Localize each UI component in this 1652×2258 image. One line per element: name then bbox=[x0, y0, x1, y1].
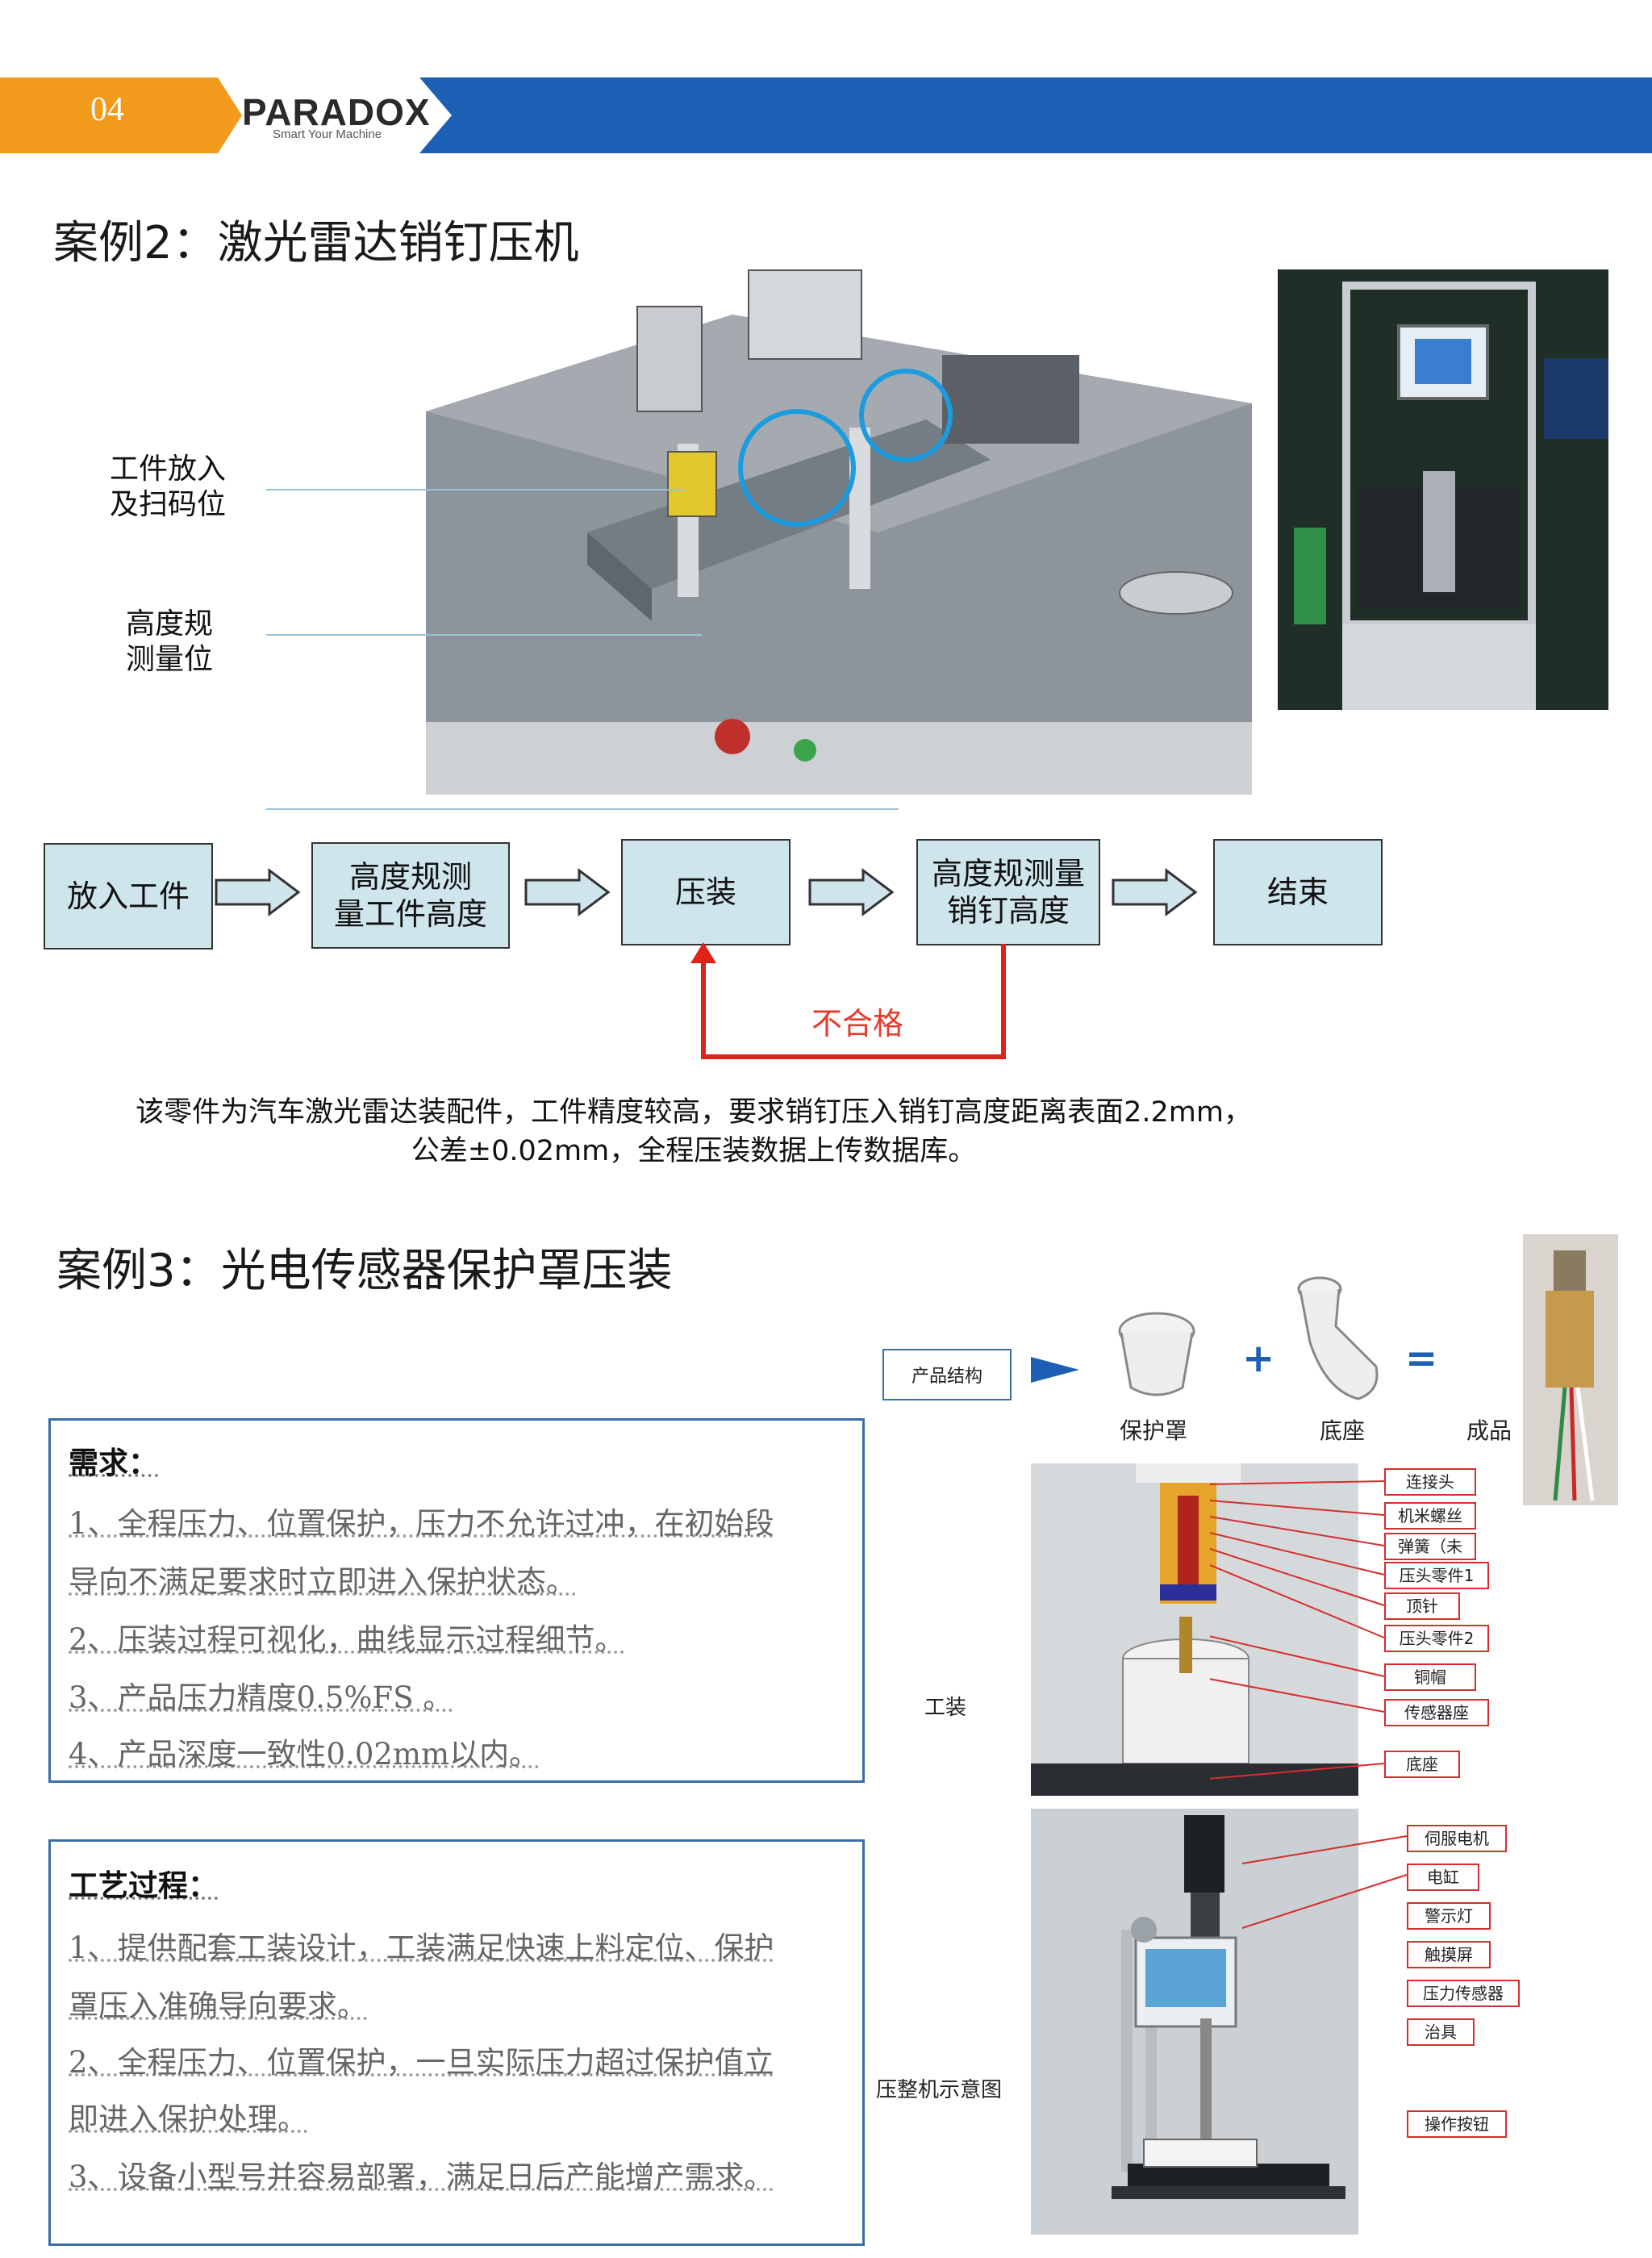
press-tag: 触摸屏 bbox=[1407, 1941, 1491, 1968]
process-title: 工艺过程： bbox=[69, 1868, 218, 1903]
label-measure-position: 高度规 测量位 bbox=[125, 607, 213, 676]
requirement-line: 1、全程压力、位置保护，压力不允许过冲，在初始段 bbox=[69, 1506, 774, 1541]
right-outline-arrow-icon bbox=[808, 868, 895, 916]
flow-step-measure-pin: 高度规测量 销钉高度 bbox=[916, 839, 1100, 945]
leader-lines bbox=[1210, 1480, 1408, 1929]
case2-description-line1: 该零件为汽车激光雷达装配件，工件精度较高，要求销钉压入销钉高度距离表面2.2mm… bbox=[136, 1096, 1252, 1129]
callout-line-load bbox=[266, 489, 686, 490]
fixture-label: 工装 bbox=[924, 1696, 967, 1720]
case2-title: 案例2：激光雷达销钉压机 bbox=[53, 217, 579, 269]
process-line: 2、全程压力、位置保护，一旦实际压力超过保护值立 bbox=[69, 2045, 774, 2080]
press-tag: 操作按钮 bbox=[1407, 2110, 1507, 2138]
play-arrow-icon bbox=[1031, 1357, 1079, 1383]
flow-step-press: 压装 bbox=[621, 839, 791, 945]
process-box: 工艺过程： 1、提供配套工装设计，工装满足快速上料定位、保护 罩压入准确导向要求… bbox=[48, 1839, 865, 2246]
equals-sign: = bbox=[1405, 1336, 1438, 1381]
header-logo-plate bbox=[210, 77, 452, 153]
case2-cad-image bbox=[426, 266, 1252, 795]
right-outline-arrow-icon bbox=[1112, 868, 1198, 916]
callout-line-bottom bbox=[266, 808, 899, 810]
fixture-tag: 压头零件2 bbox=[1384, 1625, 1489, 1652]
right-outline-arrow-icon bbox=[215, 868, 301, 916]
press-machine-diagram bbox=[1031, 1809, 1358, 2235]
product-structure-button: 产品结构 bbox=[882, 1349, 1012, 1400]
requirement-line: 4、产品深度一致性0.02mm以内。 bbox=[69, 1737, 540, 1772]
cover-label: 保护罩 bbox=[1120, 1417, 1188, 1444]
press-tag: 压力传感器 bbox=[1407, 1980, 1520, 2007]
base-part-image bbox=[1297, 1276, 1379, 1400]
finished-product-photo bbox=[1523, 1234, 1618, 1505]
fixture-tag: 弹簧（未 bbox=[1384, 1533, 1476, 1560]
requirements-box: 需求： 1、全程压力、位置保护，压力不允许过冲，在初始段 导向不满足要求时立即进… bbox=[48, 1418, 865, 1783]
press-tag: 治具 bbox=[1407, 2018, 1475, 2046]
reject-loop-arrow bbox=[690, 942, 1006, 1059]
brand-logo: PARADOX bbox=[242, 91, 431, 133]
fixture-tag: 连接头 bbox=[1384, 1468, 1476, 1496]
plus-sign: + bbox=[1242, 1336, 1275, 1381]
requirement-line: 2、压装过程可视化，曲线显示过程细节。 bbox=[69, 1622, 625, 1657]
requirement-line: 3、产品压力精度0.5%FS 。 bbox=[69, 1680, 453, 1715]
fixture-tag: 压头零件1 bbox=[1384, 1562, 1489, 1589]
requirement-line: 导向不满足要求时立即进入保护状态。 bbox=[69, 1564, 576, 1599]
fixture-tag: 铜帽 bbox=[1384, 1663, 1476, 1691]
case2-description-line2: 公差±0.02mm，全程压装数据上传数据库。 bbox=[411, 1135, 977, 1167]
right-outline-arrow-icon bbox=[524, 868, 611, 916]
fixture-tag: 机米螺丝 bbox=[1384, 1502, 1476, 1530]
fixture-tag: 底座 bbox=[1384, 1751, 1460, 1778]
requirements-title: 需求： bbox=[69, 1446, 158, 1480]
fixture-diagram bbox=[1031, 1463, 1358, 1796]
flow-step-load: 放入工件 bbox=[44, 843, 213, 950]
process-line: 罩压入准确导向要求。 bbox=[69, 1989, 367, 2023]
press-tag: 伺服电机 bbox=[1407, 1825, 1507, 1852]
press-tag: 警示灯 bbox=[1407, 1902, 1491, 1930]
fixture-tag: 传感器座 bbox=[1384, 1699, 1489, 1726]
case2-machine-photo bbox=[1278, 269, 1608, 710]
callout-line-measure bbox=[266, 634, 702, 636]
case3-title: 案例3：光电传感器保护罩压装 bbox=[56, 1245, 673, 1297]
fixture-tag: 顶针 bbox=[1384, 1592, 1460, 1620]
process-line: 即进入保护处理。 bbox=[69, 2101, 307, 2136]
flow-step-measure-part: 高度规测 量工件高度 bbox=[311, 842, 510, 949]
finished-label: 成品 bbox=[1466, 1417, 1512, 1444]
flow-step-end: 结束 bbox=[1213, 839, 1383, 945]
header-page-tab bbox=[0, 77, 242, 153]
page-number: 04 bbox=[90, 91, 124, 128]
press-diagram-label: 压整机示意图 bbox=[876, 2078, 1003, 2102]
reject-label: 不合格 bbox=[811, 1006, 904, 1041]
cover-part-image bbox=[1118, 1312, 1195, 1396]
label-load-position: 工件放入 及扫码位 bbox=[109, 453, 226, 521]
process-line: 3、设备小型号并容易部署，满足日后产能增产需求。 bbox=[69, 2160, 774, 2194]
process-line: 1、提供配套工装设计，工装满足快速上料定位、保护 bbox=[69, 1930, 774, 1965]
press-tag: 电缸 bbox=[1407, 1864, 1479, 1891]
base-label: 底座 bbox=[1320, 1417, 1366, 1444]
brand-tagline: Smart Your Machine bbox=[273, 127, 382, 141]
